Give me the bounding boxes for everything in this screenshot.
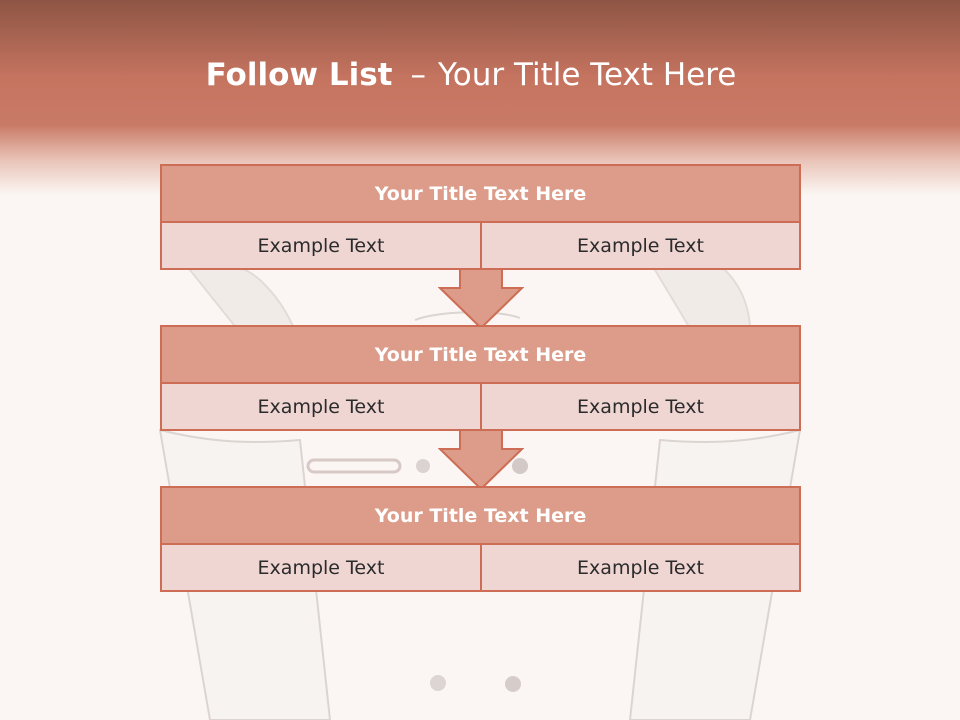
list-block-1: Your Title Text Here Example Text Exampl… [160, 164, 801, 270]
block-right-text: Example Text [482, 545, 799, 590]
down-arrow-icon [438, 429, 524, 491]
title-bold: Follow List [205, 57, 393, 93]
block-title: Your Title Text Here [162, 166, 799, 221]
list-block-2: Your Title Text Here Example Text Exampl… [160, 325, 801, 431]
block-right-text: Example Text [482, 223, 799, 268]
down-arrow-icon [438, 268, 524, 330]
block-left-text: Example Text [162, 384, 480, 429]
list-block-3: Your Title Text Here Example Text Exampl… [160, 486, 801, 592]
title-banner [0, 0, 960, 195]
title-rest: Your Title Text Here [437, 57, 737, 93]
page-title: Follow List–Your Title Text Here [0, 52, 942, 98]
block-title: Your Title Text Here [162, 327, 799, 382]
block-right-text: Example Text [482, 384, 799, 429]
block-left-text: Example Text [162, 545, 480, 590]
block-left-text: Example Text [162, 223, 480, 268]
title-separator: – [410, 57, 426, 93]
block-title: Your Title Text Here [162, 488, 799, 543]
